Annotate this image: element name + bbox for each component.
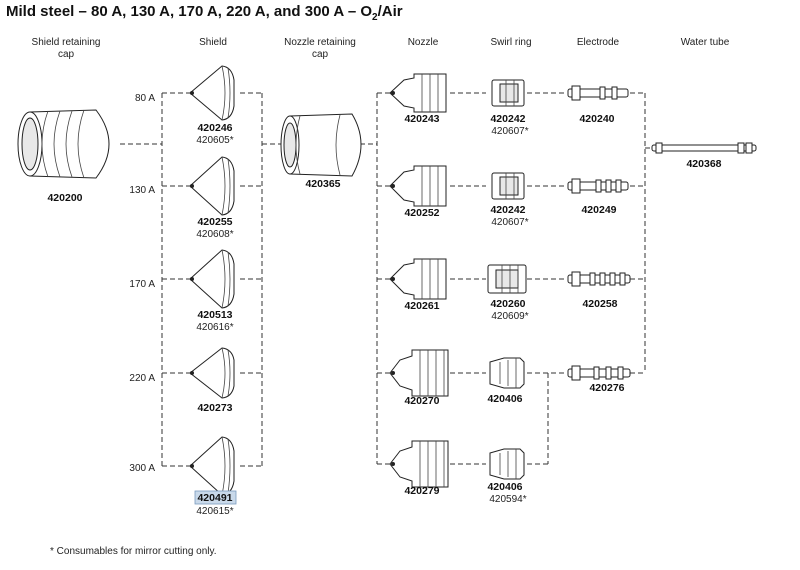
shield-drawing-220a [189,347,235,399]
swirl-ring-alt-300a: 420594* [489,494,526,505]
shield-drawing-170a [189,249,235,309]
header-nozzle-retaining-cap: Nozzle retaining [284,37,356,48]
title-main: Mild steel – 80 A, 130 A, 170 A, 220 A, … [6,3,372,20]
amperage-label-80: 80 A [135,93,155,104]
shield-alt-130a: 420608* [196,229,233,240]
header-shield-retaining-cap-2: cap [58,49,75,60]
nozzle-part-220a: 420270 [404,395,439,407]
electrode-part-130a: 420249 [581,204,616,216]
swirl-ring-part-300a: 420406 [487,481,522,493]
nozzle-part-300a: 420279 [404,485,439,497]
amperage-label-130: 130 A [129,185,155,196]
nozzle-drawing-220a [389,349,449,397]
electrode-part-220a: 420276 [589,382,624,394]
shield-retaining-cap-part: 420200 [47,192,82,204]
shield-part-220a: 420273 [197,402,232,414]
electrode-part-80a: 420240 [579,113,614,125]
connector-lines [120,92,652,467]
shield-retaining-cap-drawing [17,109,110,179]
swirl-ring-alt-80a: 420607* [491,126,528,137]
amperage-label-170: 170 A [129,279,155,290]
swirl-ring-drawing-300a [489,448,525,480]
swirl-ring-part-170a: 420260 [490,298,525,310]
nozzle-retaining-cap-drawing [280,113,362,177]
nozzle-drawing-300a [389,440,449,488]
swirl-ring-part-130a: 420242 [490,204,525,216]
shield-alt-80a: 420605* [196,135,233,146]
header-electrode: Electrode [577,37,620,48]
shield-drawing-300a [189,436,235,496]
nozzle-part-80a: 420243 [404,113,439,125]
amperage-label-300: 300 A [129,463,155,474]
shield-part-300a: 420491 [197,492,232,504]
header-nozzle-retaining-cap-2: cap [312,49,329,60]
water-tube-drawing [651,142,757,154]
diagram-title: Mild steel – 80 A, 130 A, 170 A, 220 A, … [6,3,403,23]
shield-part-300a-highlight [194,490,237,505]
nozzle-drawing-170a [389,258,447,300]
header-shield-retaining-cap: Shield retaining [32,37,101,48]
header-swirl-ring: Swirl ring [490,37,531,48]
swirl-ring-part-80a: 420242 [490,113,525,125]
shield-part-170a: 420513 [197,309,232,321]
shield-part-130a: 420255 [197,216,232,228]
swirl-ring-drawing-80a [491,79,525,107]
swirl-ring-drawing-170a [487,264,527,294]
footnote: * Consumables for mirror cutting only. [50,546,217,557]
nozzle-part-130a: 420252 [404,207,439,219]
swirl-ring-alt-130a: 420607* [491,217,528,228]
shield-drawing-80a [189,65,235,121]
title-suffix: /Air [378,3,403,20]
nozzle-drawing-80a [389,73,447,113]
shield-drawing-130a [189,156,235,216]
shield-alt-170a: 420616* [196,322,233,333]
shield-alt-300a: 420615* [196,506,233,517]
electrode-drawing-130a [567,178,629,194]
nozzle-part-170a: 420261 [404,300,439,312]
electrode-drawing-80a [567,85,629,101]
electrode-drawing-170a [567,271,631,287]
electrode-part-170a: 420258 [582,298,617,310]
nozzle-retaining-cap-part: 420365 [305,178,340,190]
swirl-ring-drawing-130a [491,172,525,200]
swirl-ring-drawing-220a [489,357,525,389]
shield-part-80a: 420246 [197,122,232,134]
header-shield: Shield [199,37,227,48]
amperage-label-220: 220 A [129,373,155,384]
electrode-drawing-220a [567,365,631,381]
nozzle-drawing-130a [389,165,447,207]
title-subscript: 2 [372,12,378,23]
swirl-ring-alt-170a: 420609* [491,311,528,322]
header-nozzle: Nozzle [408,37,439,48]
swirl-ring-part-220a: 420406 [487,393,522,405]
water-tube-part: 420368 [686,158,721,170]
header-water-tube: Water tube [681,37,730,48]
